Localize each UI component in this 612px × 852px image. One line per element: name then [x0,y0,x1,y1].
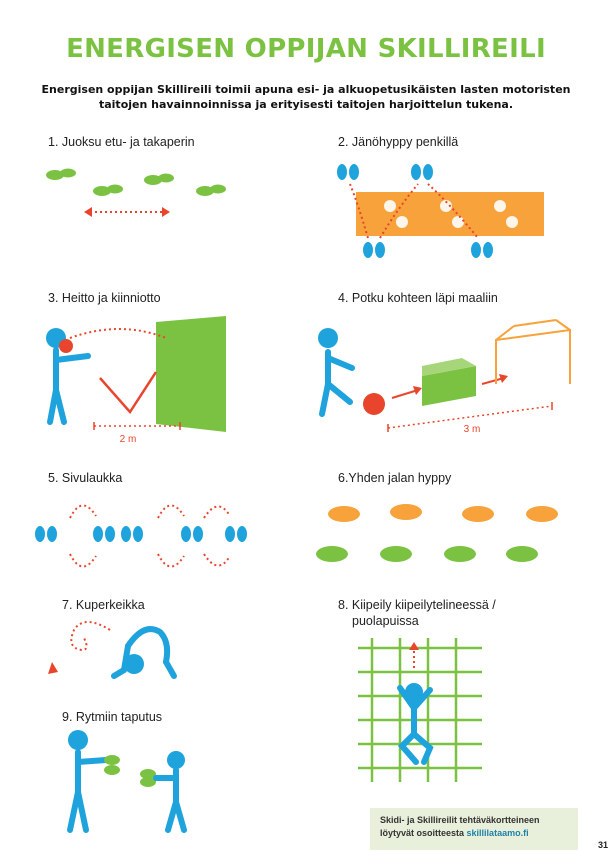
climber-icon [397,685,434,765]
exercise-7-label: 7. Kuperkeikka [62,598,145,612]
ball-icon [59,339,73,353]
exercise-8-label-line1: 8. Kiipeily kiipeilytelineessä / [338,598,496,612]
exercise-4-label: 4. Potku kohteen läpi maaliin [338,291,498,305]
hand-prints-icon [384,200,518,228]
roll-arrow-icon [70,621,111,652]
page-number: 31 [597,840,608,850]
exercise-1-label: 1. Juoksu etu- ja takaperin [48,135,195,149]
exercise-7-illustration [48,621,177,679]
exercise-6-illustration [316,504,558,562]
exercise-5-illustration [35,504,247,568]
orange-footprints-icon [328,504,558,522]
thrower-icon [47,347,91,425]
gallop-arrows-icon [69,504,231,568]
ball-icon [363,393,385,415]
green-footprints-icon [316,546,538,562]
info-note-text: Skidi- ja Skillireilit tehtäväkortteinee… [380,815,540,838]
roller-icon [111,626,177,679]
exercise-8-label-line2: puolapuissa [352,614,419,628]
bounce-arrow-icon [99,371,158,415]
kicker-icon [319,349,355,417]
exercise-9-label: 9. Rytmiin taputus [62,710,163,724]
clapper-right-icon [153,767,187,833]
bench-icon [356,192,544,236]
up-arrow-icon [409,642,419,650]
exercise-9-illustration [67,730,187,833]
exercise-8-label: 8. Kiipeily kiipeilytelineessä / puolapu… [338,597,496,629]
exercise-5-label: 5. Sivulaukka [48,471,123,485]
exercise-3-label: 3. Heitto ja kiinniotto [48,291,161,305]
target-box-icon [422,366,476,406]
exercise-4-illustration: 3 m [318,319,571,435]
exercise-6-label: 6.Yhden jalan hyppy [338,471,452,485]
info-note: Skidi- ja Skillireilit tehtäväkortteinee… [370,808,578,850]
feet-icon [337,164,493,258]
distance-label-3: 2 m [120,434,137,445]
feet-icon [35,526,247,542]
climbing-frame-icon [358,638,482,782]
exercise-2-label: 2. Jänöhyppy penkillä [338,135,459,149]
page-title: ENERGISEN OPPIJAN SKILLIREILI [66,34,546,64]
footprints-icon [46,168,226,196]
wall-icon [156,316,226,432]
double-arrow-icon [84,207,170,217]
clapper-left-icon [67,749,109,833]
throw-arrow-icon [69,328,167,339]
exercise-8-illustration [358,638,482,782]
page-subtitle: Energisen oppijan Skillireili toimii apu… [41,83,571,111]
exercise-2-illustration [337,164,544,258]
exercise-1-illustration [46,168,226,217]
hands-icon [104,755,156,787]
jump-arrows-icon [349,183,479,239]
website-link[interactable]: skillilataamo.fi [466,828,529,838]
distance-label-4: 3 m [464,424,481,435]
goal-icon [495,319,571,384]
exercise-3-illustration: 2 m [46,316,226,445]
